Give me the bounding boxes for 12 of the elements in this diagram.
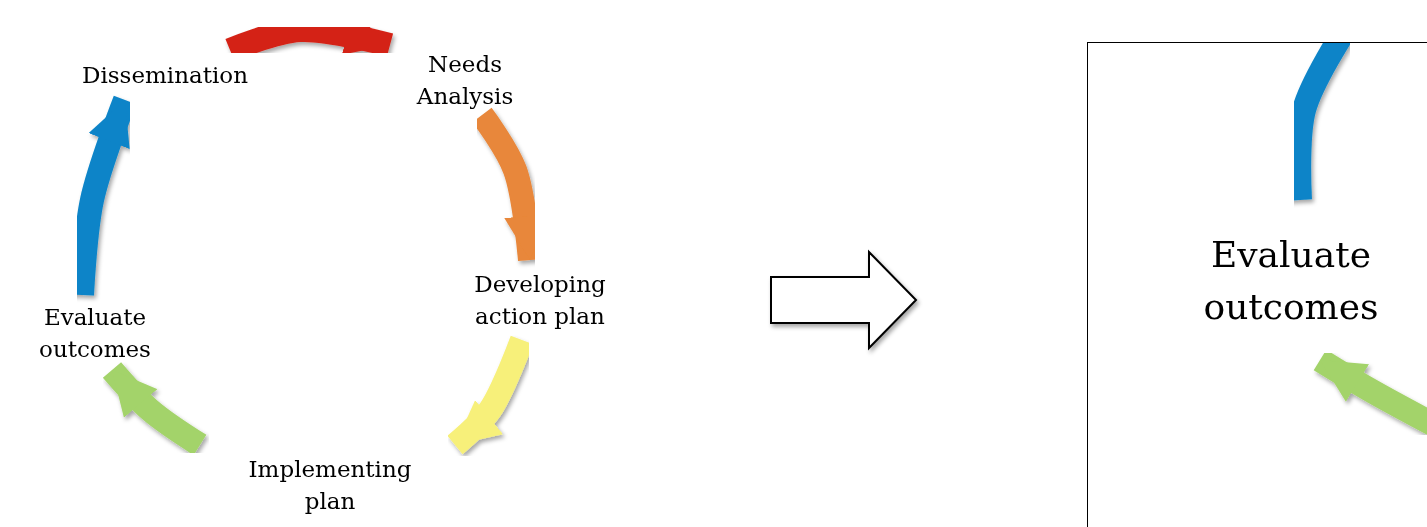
step-label: Evaluate outcomes [1202, 233, 1380, 329]
curved-arrow [102, 362, 207, 456]
curved-arrow [70, 95, 137, 296]
zoom-frame [1087, 42, 1427, 527]
curved-arrow [447, 335, 534, 455]
step-label: Needs Analysis [415, 50, 515, 111]
step-label: Developing action plan [473, 270, 607, 331]
curved-arrow [472, 107, 548, 262]
step-label: Implementing plan [247, 455, 413, 516]
step-label: Evaluate outcomes [38, 302, 152, 364]
curved-arrow [225, 12, 393, 62]
step-label: Dissemination [82, 61, 248, 90]
